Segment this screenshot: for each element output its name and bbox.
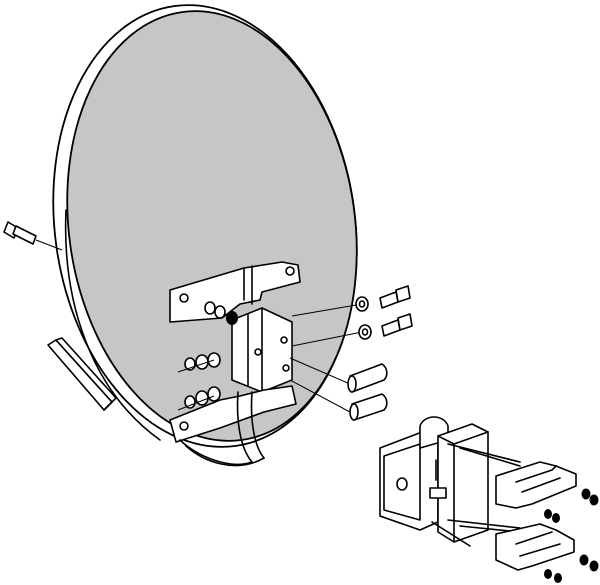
rim-bolt	[3, 221, 63, 251]
rear-mount-plate	[169, 261, 301, 467]
pole-clamp-assembly	[379, 416, 577, 571]
mounting-pins	[289, 357, 388, 421]
feed-arm	[47, 337, 117, 411]
clamp-nuts	[544, 488, 599, 583]
plate-nuts	[177, 301, 238, 411]
washers-and-bolts	[291, 285, 413, 347]
